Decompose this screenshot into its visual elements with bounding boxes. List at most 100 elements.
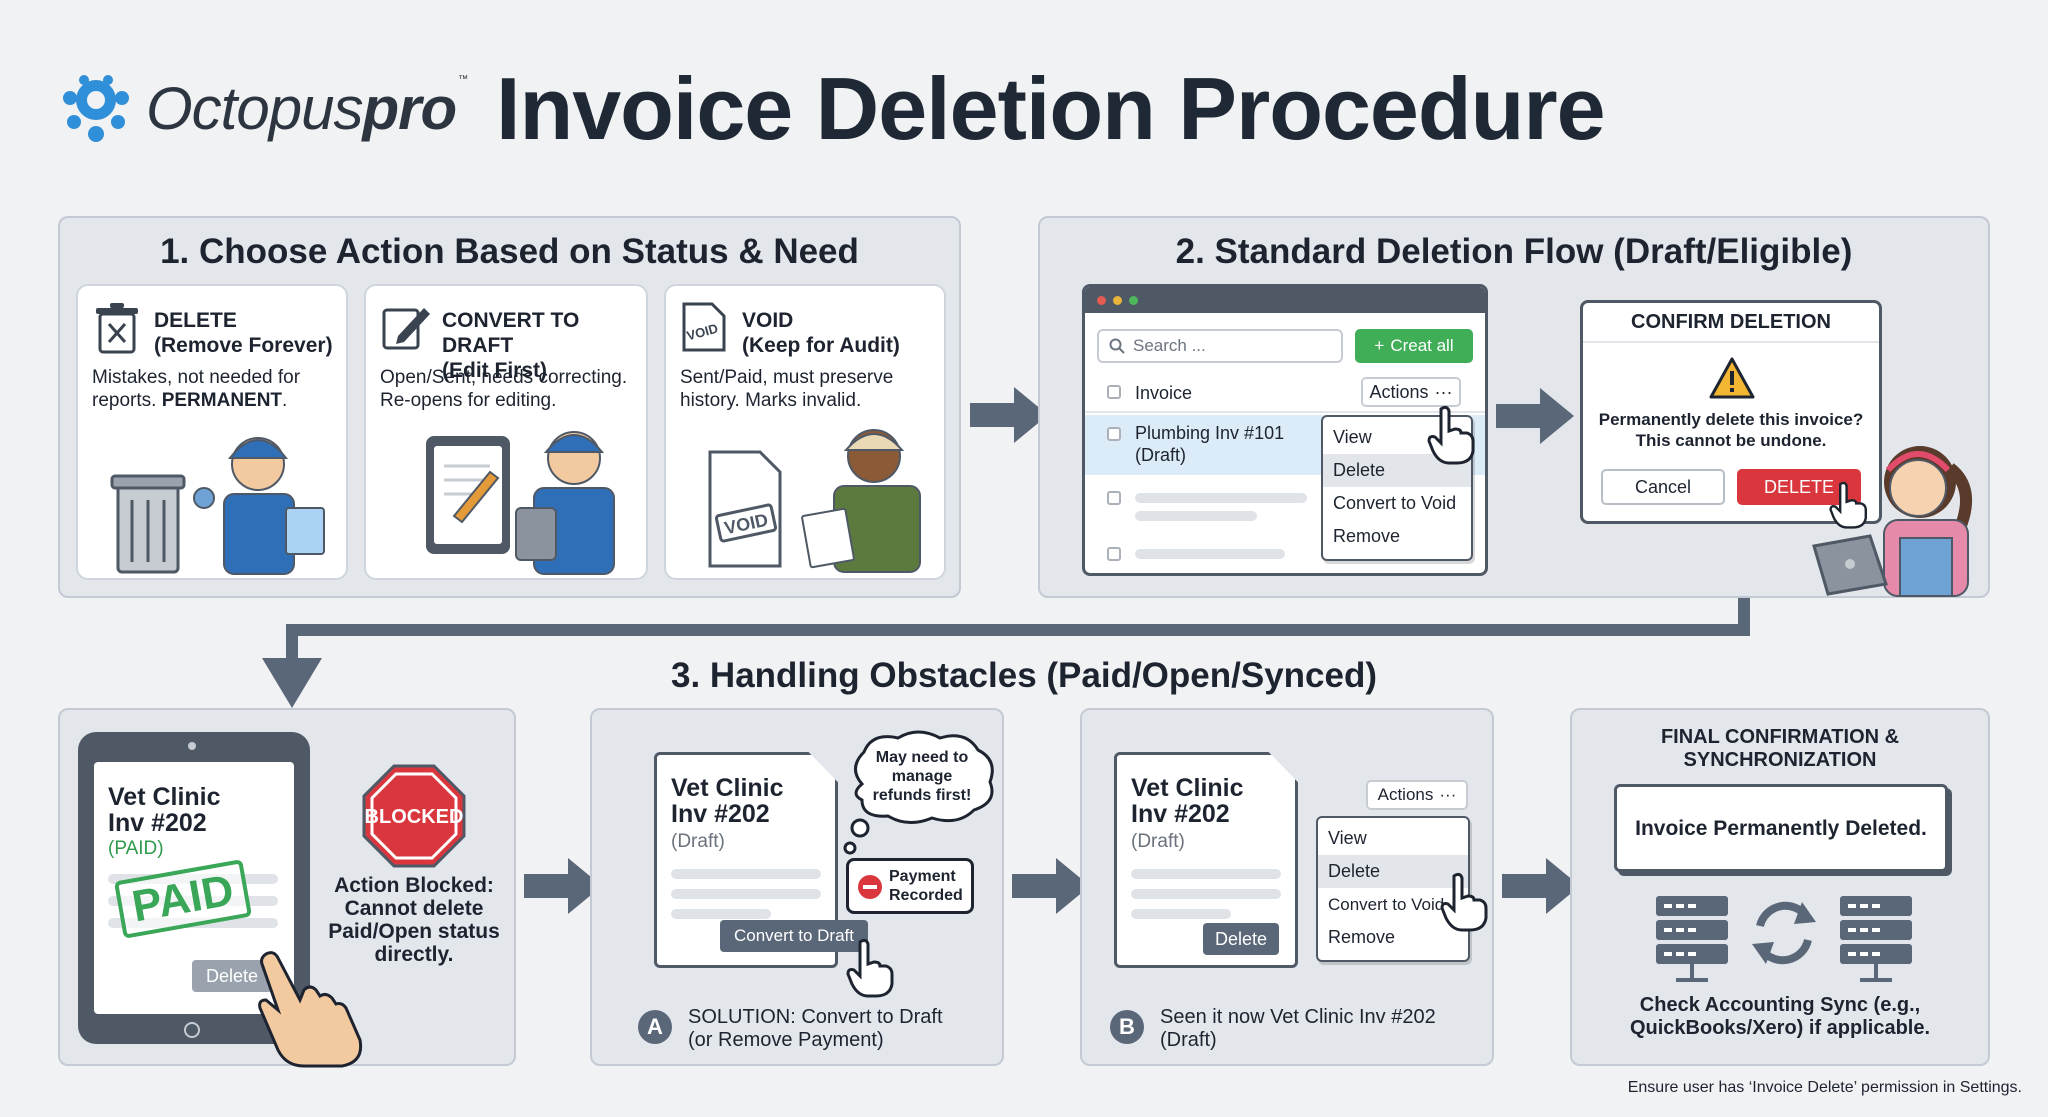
cancel-button[interactable]: Cancel	[1601, 469, 1725, 505]
menu-item-convert-to-void[interactable]: Convert to Void	[1328, 895, 1445, 914]
placeholder-line	[1131, 909, 1231, 919]
invoice-row-placeholder[interactable]	[1085, 477, 1325, 527]
section3-title: 3. Handling Obstacles (Paid/Open/Synced)	[671, 656, 1377, 695]
worker-tablet-illustration	[426, 431, 615, 575]
menu-item-remove[interactable]: Remove	[1333, 526, 1401, 546]
delete-option-description: Mistakes, not needed for reports. PERMAN…	[92, 367, 301, 411]
row-checkbox[interactable]	[1107, 491, 1121, 505]
deleted-confirmation-box: Invoice Permanently Deleted.	[1614, 784, 1948, 872]
hand-cursor-icon	[1427, 405, 1475, 465]
invoice-row-placeholder[interactable]	[1085, 533, 1325, 573]
convert-to-draft-button[interactable]: Convert to Draft	[720, 920, 868, 952]
close-dot-icon[interactable]	[1097, 296, 1106, 305]
placeholder-line	[1135, 493, 1307, 503]
svg-text:BLOCKED: BLOCKED	[365, 806, 464, 828]
retry-caption: Seen it now Vet Clinic Inv #202(Draft)	[1160, 1006, 1436, 1051]
placeholder-line	[671, 909, 771, 919]
void-stamp-icon: VOID	[682, 302, 726, 352]
menu-item-convert-to-void[interactable]: Convert to Void	[1333, 493, 1457, 513]
placeholder-line	[1131, 869, 1281, 879]
row-checkbox[interactable]	[1107, 427, 1121, 441]
arrow-right-icon	[1012, 858, 1090, 914]
warning-icon	[1709, 357, 1755, 399]
search-input[interactable]: Search ...	[1097, 329, 1343, 363]
maximize-dot-icon[interactable]	[1129, 296, 1138, 305]
user-at-laptop-illustration	[1812, 446, 1972, 597]
void-option-heading: VOID(Keep for Audit)	[742, 309, 900, 357]
void-option-card: VOID VOID(Keep for Audit) Sent/Paid, mus…	[664, 284, 946, 580]
invoice-status: (PAID)	[108, 838, 164, 859]
dialog-message: Permanently delete this invoice?This can…	[1598, 410, 1864, 450]
arrow-right-icon	[1502, 858, 1580, 914]
actions-button[interactable]: Actions···	[1366, 780, 1468, 810]
section1-title: 1. Choose Action Based on Status & Need	[160, 232, 859, 271]
trash-icon	[96, 303, 138, 354]
hand-cursor-icon	[1440, 872, 1488, 932]
search-icon	[1109, 338, 1125, 354]
actions-dropdown-menu: View Delete Convert to Void Remove	[1316, 816, 1470, 962]
menu-item-delete[interactable]: Delete	[1318, 855, 1468, 888]
hand-cursor-icon	[846, 938, 894, 998]
svg-text:VOID: VOID	[685, 321, 720, 344]
delete-option-card: DELETE(Remove Forever) Mistakes, not nee…	[76, 284, 348, 580]
page-title: Invoice Deletion Procedure	[496, 59, 1606, 158]
invoice-app-window: Search ... +Creat all Invoice Actions···…	[1082, 284, 1488, 576]
delete-button-disabled[interactable]: Delete	[192, 960, 272, 992]
section1-panel: 1. Choose Action Based on Status & Need …	[58, 216, 961, 598]
void-option-description: Sent/Paid, must preserve history. Marks …	[680, 367, 894, 411]
server-sync-icon	[1656, 896, 1912, 982]
pencil-icon	[382, 308, 430, 350]
menu-item-remove[interactable]: Remove	[1328, 927, 1396, 947]
list-header-label: Invoice	[1135, 383, 1193, 403]
hand-cursor-icon	[1829, 481, 1867, 529]
tablet-camera	[188, 742, 196, 750]
menu-item-view[interactable]: View	[1328, 828, 1367, 848]
minimize-dot-icon[interactable]	[1113, 296, 1122, 305]
step-a-badge: A	[638, 1010, 672, 1044]
section2-panel: 2. Standard Deletion Flow (Draft/Eligibl…	[1038, 216, 1990, 598]
row-title: Plumbing Inv #101	[1135, 423, 1285, 443]
worker-trash-illustration	[110, 437, 325, 575]
menu-item-view[interactable]: View	[1333, 427, 1372, 447]
row-checkbox[interactable]	[1107, 547, 1121, 561]
row-status: (Draft)	[1135, 445, 1186, 465]
convert-option-card: CONVERT TO DRAFT(Edit First) Open/Sent, …	[364, 284, 648, 580]
list-header-row: Invoice Actions···	[1085, 373, 1485, 413]
plus-icon: +	[1374, 336, 1385, 355]
final-panel-title: FINAL CONFIRMATION &SYNCHRONIZATION	[1660, 726, 1900, 771]
invoice-status: (Draft)	[1131, 831, 1185, 852]
actions-dropdown-menu: View Delete Convert to Void Remove	[1321, 415, 1473, 561]
footer-note: Ensure user has ‘Invoice Delete’ permiss…	[1627, 1079, 2022, 1096]
more-icon: ···	[1434, 381, 1453, 402]
sync-caption: Check Accounting Sync (e.g.,QuickBooks/X…	[1629, 994, 1931, 1039]
worker-void-illustration: VOID	[708, 429, 921, 573]
placeholder-line	[671, 869, 821, 879]
step-b-badge: B	[1110, 1010, 1144, 1044]
minus-circle-icon	[858, 875, 882, 899]
search-placeholder: Search ...	[1133, 336, 1206, 355]
delete-button[interactable]: Delete	[1203, 923, 1279, 955]
blocked-note: Action Blocked: Cannot delete Paid/Open …	[328, 874, 500, 966]
octopus-logo-icon	[63, 75, 129, 142]
window-titlebar	[1085, 287, 1485, 313]
thought-text: May need to manage refunds first!	[872, 749, 972, 804]
deleted-confirmation-text: Invoice Permanently Deleted.	[1635, 817, 1927, 840]
select-all-checkbox[interactable]	[1107, 385, 1121, 399]
blocked-sign-icon: BLOCKED	[362, 764, 466, 868]
placeholder-line	[1135, 511, 1257, 521]
placeholder-line	[1131, 889, 1281, 899]
create-button[interactable]: +Creat all	[1355, 329, 1473, 363]
actions-button[interactable]: Actions···	[1361, 377, 1461, 407]
solution-caption: SOLUTION: Convert to Draft(or Remove Pay…	[688, 1006, 943, 1051]
arrow-right-icon	[970, 387, 1048, 443]
